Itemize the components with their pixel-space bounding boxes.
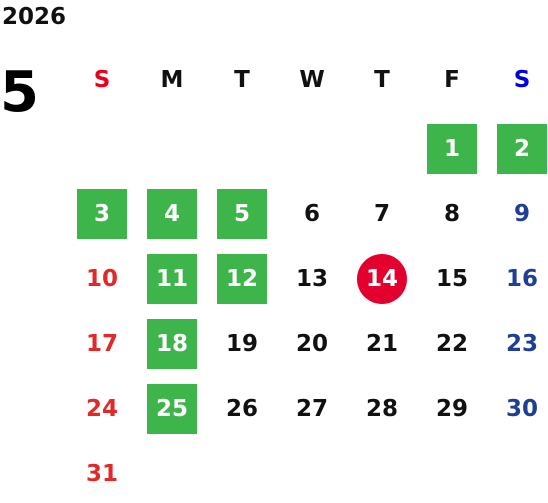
day-cell-12[interactable]: 12 bbox=[217, 254, 267, 304]
weekday-tue: T bbox=[234, 67, 250, 93]
day-cell-30[interactable]: 30 bbox=[505, 396, 538, 422]
day-cell-23[interactable]: 23 bbox=[505, 331, 538, 357]
day-cell-19[interactable]: 19 bbox=[225, 331, 258, 357]
day-cell-14[interactable]: 14 bbox=[357, 254, 407, 304]
day-cell-16[interactable]: 16 bbox=[505, 266, 538, 292]
weekday-sat: S bbox=[513, 67, 531, 93]
day-cell-25[interactable]: 25 bbox=[147, 384, 197, 434]
day-cell-11[interactable]: 11 bbox=[147, 254, 197, 304]
day-cell-17[interactable]: 17 bbox=[85, 331, 118, 357]
weekday-wed: W bbox=[299, 67, 325, 93]
day-cell-5[interactable]: 5 bbox=[217, 189, 267, 239]
weekday-fri: F bbox=[444, 67, 460, 93]
day-cell-3[interactable]: 3 bbox=[77, 189, 127, 239]
day-cell-10[interactable]: 10 bbox=[85, 266, 118, 292]
day-cell-31[interactable]: 31 bbox=[85, 461, 118, 487]
day-cell-8[interactable]: 8 bbox=[443, 201, 460, 227]
day-cell-15[interactable]: 15 bbox=[435, 266, 468, 292]
day-cell-13[interactable]: 13 bbox=[295, 266, 328, 292]
weekday-thu: T bbox=[374, 67, 390, 93]
day-cell-22[interactable]: 22 bbox=[435, 331, 468, 357]
day-cell-1[interactable]: 1 bbox=[427, 124, 477, 174]
weekday-sun: S bbox=[93, 67, 111, 93]
day-cell-18[interactable]: 18 bbox=[147, 319, 197, 369]
weekday-mon: M bbox=[160, 67, 184, 93]
day-cell-29[interactable]: 29 bbox=[435, 396, 468, 422]
year-label: 2026 bbox=[2, 4, 67, 30]
day-cell-7[interactable]: 7 bbox=[373, 201, 390, 227]
day-cell-27[interactable]: 27 bbox=[295, 396, 328, 422]
day-cell-28[interactable]: 28 bbox=[365, 396, 398, 422]
day-cell-21[interactable]: 21 bbox=[365, 331, 398, 357]
day-cell-4[interactable]: 4 bbox=[147, 189, 197, 239]
day-cell-20[interactable]: 20 bbox=[295, 331, 328, 357]
day-cell-9[interactable]: 9 bbox=[513, 201, 530, 227]
day-cell-26[interactable]: 26 bbox=[225, 396, 258, 422]
day-cell-24[interactable]: 24 bbox=[85, 396, 118, 422]
day-cell-2[interactable]: 2 bbox=[497, 124, 547, 174]
day-cell-6[interactable]: 6 bbox=[303, 201, 320, 227]
month-label: 5 bbox=[0, 60, 39, 125]
